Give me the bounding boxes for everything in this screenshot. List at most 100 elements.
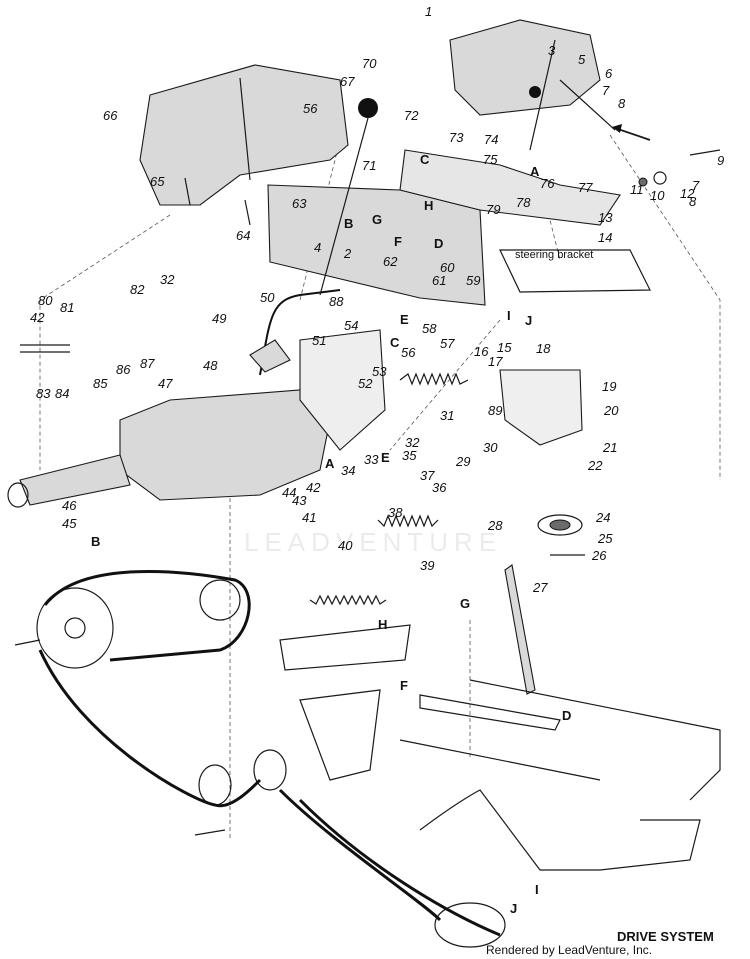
drive-belts	[38, 570, 501, 937]
part-label: 43	[292, 493, 307, 508]
ref-letter: D	[562, 708, 571, 723]
part-label: 41	[302, 510, 316, 525]
part-label: 50	[260, 290, 275, 305]
ref-letter: F	[394, 234, 402, 249]
part-label: 63	[292, 196, 307, 211]
control-lever	[504, 564, 536, 695]
part-label: 72	[404, 108, 419, 123]
part-label: 24	[595, 510, 610, 525]
frame-plate-71	[267, 149, 621, 306]
ref-letter: E	[400, 312, 409, 327]
part-label: 42	[30, 310, 45, 325]
ref-letter: A	[530, 164, 540, 179]
part-label: 66	[103, 108, 118, 123]
reference-letters: A B C D E F G H I J A B C D E F G H I J	[91, 152, 571, 916]
part-label: 36	[432, 480, 447, 495]
part-label: 87	[140, 356, 155, 371]
part-number-labels: 1 3 5 6 7 8 9 10 11 12 7 8 13 14 2 4 20 …	[30, 4, 724, 595]
part-label: 46	[62, 498, 77, 513]
part-label: 19	[602, 379, 616, 394]
part-label: 81	[60, 300, 74, 315]
mount-plate-20	[499, 369, 583, 446]
part-label: 65	[150, 174, 165, 189]
part-label: 14	[598, 230, 612, 245]
steering-bracket-plate	[499, 249, 651, 293]
part-label: 86	[116, 362, 131, 377]
bracket-51	[299, 329, 386, 451]
part-label: 74	[484, 132, 498, 147]
part-label: 58	[422, 321, 437, 336]
part-label: 21	[602, 440, 617, 455]
part-label: 85	[93, 376, 108, 391]
part-label: 54	[344, 318, 358, 333]
part-label: 89	[488, 403, 502, 418]
ref-letter: J	[525, 313, 532, 328]
part-label: 4	[314, 240, 321, 255]
part-label: 12	[680, 186, 695, 201]
part-label: 73	[449, 130, 464, 145]
part-label: 3	[548, 43, 556, 58]
part-label: 88	[329, 294, 344, 309]
part-label: 8	[618, 96, 626, 111]
idler-pulley	[199, 579, 241, 621]
part-label: 29	[455, 454, 470, 469]
part-label: 45	[62, 516, 77, 531]
pulley-24	[537, 514, 583, 536]
part-label: 32	[160, 272, 175, 287]
part-label: 56	[303, 101, 318, 116]
part-label: 62	[383, 254, 398, 269]
part-label: 32	[405, 435, 420, 450]
part-label: 1	[425, 4, 432, 19]
part-label: 38	[388, 505, 403, 520]
ref-letter: G	[460, 596, 470, 611]
part-label: 48	[203, 358, 218, 373]
shift-lever-50	[249, 289, 341, 376]
part-label: 75	[483, 152, 498, 167]
part-label: 7	[602, 83, 610, 98]
part-label: 78	[516, 195, 531, 210]
part-label: 71	[362, 158, 376, 173]
part-label: 53	[372, 364, 387, 379]
part-label: 27	[532, 580, 548, 595]
part-label: 60	[440, 260, 455, 275]
part-label: 34	[341, 463, 355, 478]
ref-letter: I	[507, 308, 511, 323]
part-label: 28	[487, 518, 503, 533]
watermark-text: LEADVENTURE	[244, 527, 503, 557]
part-label: 20	[603, 403, 619, 418]
part-label: 26	[591, 548, 607, 563]
ref-letter: C	[390, 335, 400, 350]
part-label: 10	[650, 188, 665, 203]
part-label: 76	[540, 176, 555, 191]
part-label: 52	[358, 376, 373, 391]
part-label: 61	[432, 273, 446, 288]
part-label: 25	[597, 531, 613, 546]
ref-letter: B	[344, 216, 353, 231]
part-label: 64	[236, 228, 250, 243]
part-label: 2	[343, 246, 352, 261]
ref-letter: F	[400, 678, 408, 693]
ref-letter: B	[91, 534, 100, 549]
ref-letter: H	[424, 198, 433, 213]
part-label: 44	[282, 485, 296, 500]
part-label: 59	[466, 273, 480, 288]
part-label: 51	[312, 333, 326, 348]
part-label: 57	[440, 336, 455, 351]
part-label: 47	[158, 376, 173, 391]
part-label: 77	[578, 180, 593, 195]
part-label: 22	[587, 458, 603, 473]
part-label: 5	[578, 52, 586, 67]
linkage-rods	[279, 624, 721, 871]
engine-pulley	[36, 587, 114, 669]
part-label: 17	[488, 354, 503, 369]
part-label: 31	[440, 408, 454, 423]
part-label: 82	[130, 282, 145, 297]
springs	[309, 372, 469, 606]
ref-letter: J	[510, 901, 517, 916]
knob-70	[319, 98, 378, 296]
part-label: 39	[420, 558, 434, 573]
part-label: 40	[338, 538, 353, 553]
transmission-47	[7, 389, 331, 508]
steering-bracket-label: steering bracket	[515, 249, 593, 261]
